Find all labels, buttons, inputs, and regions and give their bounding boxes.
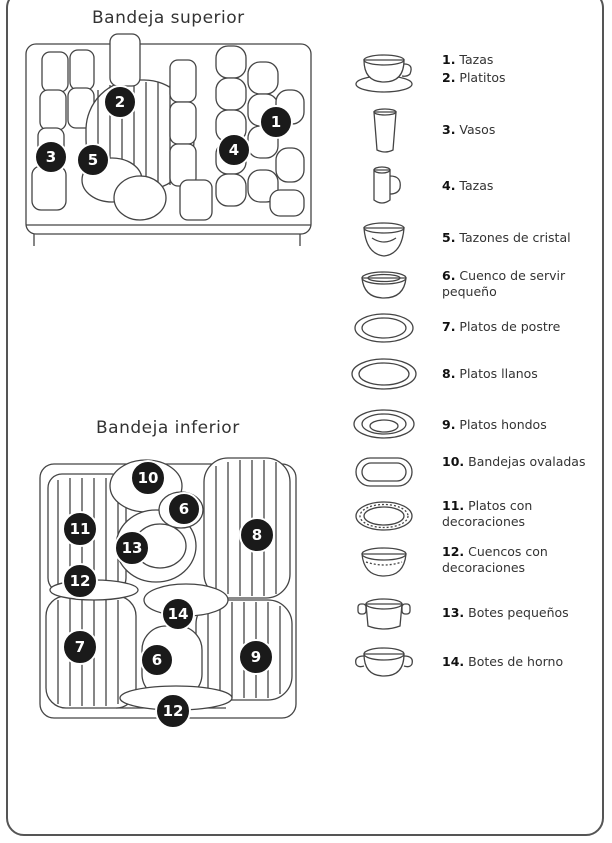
- legend-item-13: 13. Botes pequeños: [350, 592, 600, 632]
- small-pot-icon: [357, 598, 411, 630]
- lower-marker-6b: 6: [140, 643, 174, 677]
- oval-platter-icon: [355, 457, 413, 487]
- lower-rack-illustration: 10 6 11 8 13 12 14 7 9 6 12: [39, 457, 297, 729]
- legend-label-1: 1. Tazas: [442, 52, 494, 67]
- svg-text:14: 14: [168, 605, 189, 623]
- decorated-bowl-icon: [361, 547, 407, 577]
- legend-item-4: 4. Tazas: [350, 164, 600, 204]
- svg-text:8: 8: [252, 526, 262, 544]
- lower-marker-8: 8: [239, 517, 275, 553]
- legend-label-14: 14. Botes de horno: [442, 654, 564, 669]
- svg-text:5: 5: [88, 151, 98, 169]
- legend-item-12: 12. Cuencos con decoraciones: [350, 542, 600, 582]
- page-frame: [6, 0, 604, 836]
- small-bowl-icon: [361, 271, 407, 299]
- svg-text:10: 10: [138, 469, 159, 487]
- svg-text:12: 12: [70, 572, 91, 590]
- legend-label-11: 11. Platos con decoraciones: [442, 498, 533, 529]
- legend-label-10: 10. Bandejas ovaladas: [442, 454, 586, 469]
- svg-text:11: 11: [70, 520, 91, 538]
- decorated-plate-icon: [355, 501, 413, 531]
- legend-item-7: 7. Platos de postre: [350, 310, 600, 350]
- upper-marker-3: 3: [34, 140, 68, 174]
- legend-item-14: 14. Botes de horno: [350, 642, 600, 682]
- legend-label-4: 4. Tazas: [442, 178, 494, 193]
- upper-marker-5: 5: [76, 143, 110, 177]
- svg-text:4: 4: [229, 141, 239, 159]
- legend-label-12: 12. Cuencos con decoraciones: [442, 544, 548, 575]
- dinner-plate-icon: [351, 358, 417, 390]
- upper-tray-title: Bandeja superior: [92, 8, 245, 28]
- lower-marker-12b: 12: [155, 693, 191, 729]
- upper-marker-1: 1: [259, 105, 293, 139]
- legend-item-10: 10. Bandejas ovaladas: [350, 452, 600, 492]
- legend-item-1-2: 1. Tazas 2. Platitos: [350, 46, 600, 98]
- lower-marker-11: 11: [62, 511, 98, 547]
- lower-marker-12a: 12: [62, 563, 98, 599]
- legend-item-5: 5. Tazones de cristal: [350, 218, 600, 258]
- glasses-center: [169, 59, 213, 221]
- legend-label-6: 6. Cuenco de servir pequeño: [442, 268, 566, 299]
- glass-icon: [373, 108, 397, 153]
- legend-label-2: 2. Platitos: [442, 70, 506, 85]
- soup-plate-icon: [353, 409, 415, 439]
- legend-item-11: 11. Platos con decoraciones: [350, 498, 600, 538]
- svg-text:2: 2: [115, 93, 125, 111]
- legend-item-6: 6. Cuenco de servir pequeño: [350, 266, 600, 306]
- legend-label-8: 8. Platos llanos: [442, 366, 538, 381]
- legend-label-9: 9. Platos hondos: [442, 417, 547, 432]
- oven-pot-icon: [355, 647, 413, 677]
- upper-marker-4: 4: [217, 133, 251, 167]
- svg-text:6: 6: [179, 500, 189, 518]
- dessert-plate-icon: [354, 313, 414, 343]
- svg-text:3: 3: [46, 148, 56, 166]
- cup-saucer-icon: [355, 54, 413, 93]
- legend-item-8: 8. Platos llanos: [350, 356, 600, 396]
- upper-rack-illustration: 1 2 3 4 5: [25, 33, 312, 246]
- svg-text:6: 6: [152, 651, 162, 669]
- legend-label-13: 13. Botes pequeños: [442, 605, 569, 620]
- legend-item-3: 3. Vasos: [350, 108, 600, 153]
- legend-label-3: 3. Vasos: [442, 122, 496, 137]
- lower-tray-title: Bandeja inferior: [96, 418, 240, 438]
- svg-text:9: 9: [251, 648, 261, 666]
- lower-marker-10: 10: [130, 460, 166, 496]
- glass-bowl-icon: [363, 222, 405, 257]
- mug-icon: [373, 166, 401, 204]
- lower-marker-13: 13: [114, 530, 150, 566]
- svg-text:1: 1: [271, 113, 281, 131]
- svg-text:7: 7: [75, 638, 85, 656]
- lower-marker-6a: 6: [167, 492, 201, 526]
- lower-marker-14: 14: [161, 597, 195, 631]
- legend-label-5: 5. Tazones de cristal: [442, 230, 571, 245]
- legend-label-7: 7. Platos de postre: [442, 319, 561, 334]
- lower-marker-9: 9: [238, 639, 274, 675]
- lower-marker-7: 7: [62, 629, 98, 665]
- svg-text:12: 12: [163, 702, 184, 720]
- legend-item-9: 9. Platos hondos: [350, 406, 600, 446]
- svg-text:13: 13: [122, 539, 143, 557]
- upper-marker-2: 2: [103, 85, 137, 119]
- cups-right: [215, 45, 305, 217]
